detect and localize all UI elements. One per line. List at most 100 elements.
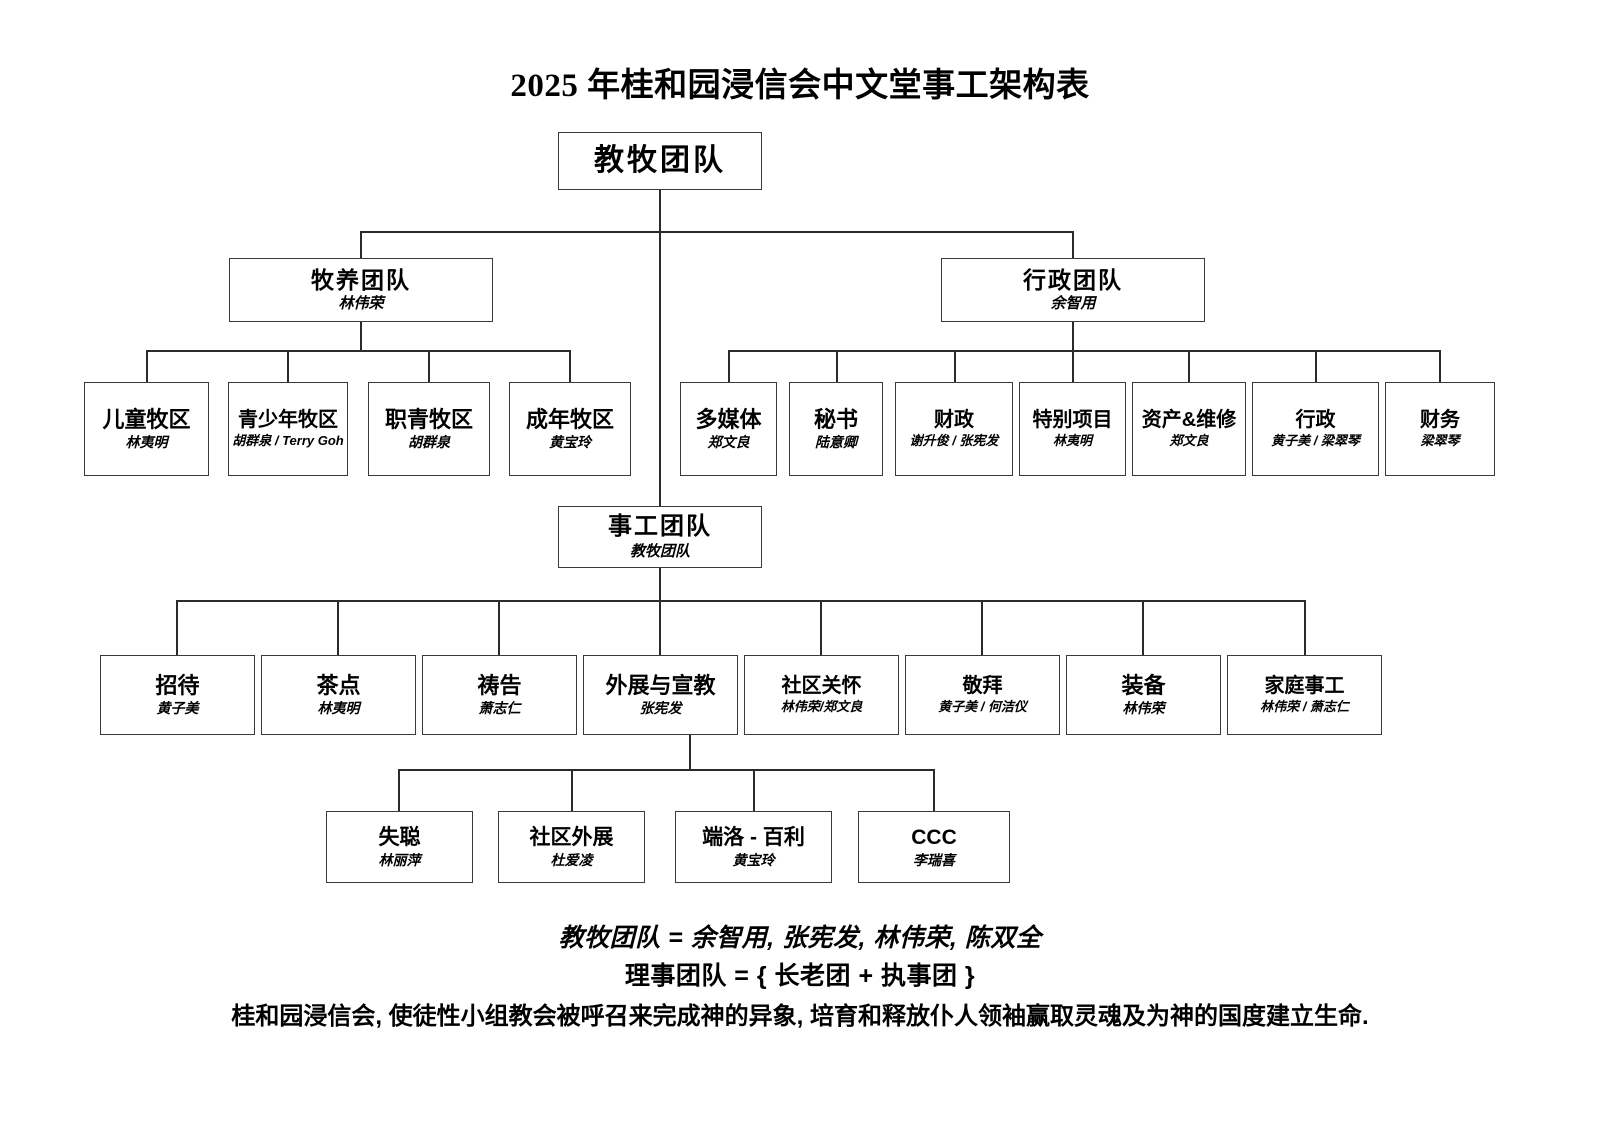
connector-to-special-projects	[1072, 350, 1074, 382]
footnote-board-team-definition: 理事团队 = { 长老团 + 执事团 }	[624, 962, 976, 990]
node-person: 梁翠琴	[1420, 432, 1460, 448]
connector-admin-bus	[729, 350, 1441, 352]
node-person: 张宪发	[639, 700, 682, 717]
node-title: 儿童牧区	[102, 406, 191, 432]
node-special-projects[interactable]: 特别项目 林夷明	[1019, 382, 1126, 476]
node-title: 敬拜	[962, 675, 1003, 698]
node-youth-district[interactable]: 青少年牧区 胡群泉 / Terry Goh	[228, 382, 348, 476]
connector-to-multimedia	[728, 350, 730, 382]
node-assets-maintenance[interactable]: 资产&维修 郑文良	[1132, 382, 1246, 476]
node-person: 林伟荣	[1122, 700, 1165, 717]
connector-to-equipping	[1142, 600, 1144, 655]
node-person: 李瑞喜	[913, 851, 955, 868]
node-person: 黄宝玲	[549, 434, 591, 451]
node-refreshments[interactable]: 茶点 林夷明	[261, 655, 416, 735]
node-person: 郑文良	[707, 434, 750, 451]
node-person: 林伟荣/郑文良	[780, 698, 863, 714]
node-service-team[interactable]: 事工团队 教牧团队	[558, 506, 762, 568]
node-secretary[interactable]: 秘书 陆意卿	[789, 382, 883, 476]
node-worship[interactable]: 敬拜 黄子美 / 何洁仪	[905, 655, 1060, 735]
node-title: 特别项目	[1032, 409, 1113, 432]
node-person: 余智用	[1050, 295, 1096, 313]
node-young-adult-district[interactable]: 职青牧区 胡群泉	[368, 382, 490, 476]
node-title: 端洛 - 百利	[702, 826, 805, 850]
node-prayer[interactable]: 祷告 萧志仁	[422, 655, 577, 735]
node-person: 黄宝玲	[732, 851, 775, 868]
node-deaf-ministry[interactable]: 失聪 林丽萍	[326, 811, 473, 883]
node-person: 郑文良	[1169, 432, 1209, 448]
node-title: 教牧团队	[594, 144, 726, 178]
node-person: 胡群泉 / Terry Goh	[232, 432, 344, 448]
node-multimedia[interactable]: 多媒体 郑文良	[680, 382, 777, 476]
node-title: 社区关怀	[781, 675, 862, 698]
connector-admin-stem	[1072, 322, 1074, 351]
node-person: 黄子美 / 梁翠琴	[1271, 432, 1360, 448]
footnote-pastoral-team-members: 教牧团队 = 余智用, 张宪发, 林伟荣, 陈双全	[558, 924, 1042, 952]
node-title: 外展与宣教	[605, 672, 716, 698]
connector-to-finance-dept	[954, 350, 956, 382]
connector-to-refreshments	[337, 600, 339, 655]
node-administration[interactable]: 行政 黄子美 / 梁翠琴	[1252, 382, 1379, 476]
node-equipping[interactable]: 装备 林伟荣	[1066, 655, 1221, 735]
connector-to-secretary	[836, 350, 838, 382]
node-person: 林丽萍	[378, 851, 421, 868]
node-administration-team[interactable]: 行政团队 余智用	[941, 258, 1205, 322]
node-treasury[interactable]: 财务 梁翠琴	[1385, 382, 1495, 476]
node-community-outreach[interactable]: 社区外展 杜爱凌	[498, 811, 645, 883]
connector-to-deaf-ministry	[398, 769, 400, 811]
node-children-district[interactable]: 儿童牧区 林夷明	[84, 382, 209, 476]
connector-to-administration	[1315, 350, 1317, 382]
node-title: 事工团队	[608, 512, 712, 540]
connector-to-ccc	[933, 769, 935, 811]
node-title: CCC	[911, 826, 957, 850]
connector-outreach-bus	[399, 769, 935, 771]
node-person: 黄子美	[156, 700, 199, 717]
node-hospitality[interactable]: 招待 黄子美	[100, 655, 255, 735]
node-outreach-and-mission[interactable]: 外展与宣教 张宪发	[583, 655, 738, 735]
node-community-care[interactable]: 社区关怀 林伟荣/郑文良	[744, 655, 899, 735]
connector-to-tanjung-bali	[753, 769, 755, 811]
connector-to-children-district	[146, 350, 148, 382]
node-tanjung-bali[interactable]: 端洛 - 百利 黄宝玲	[675, 811, 832, 883]
connector-to-assets-maintenance	[1188, 350, 1190, 382]
node-title: 社区外展	[529, 826, 614, 850]
node-person: 林夷明	[317, 700, 360, 717]
footnote-mission-statement: 桂和园浸信会, 使徒性小组教会被呼召来完成神的异象, 培育和释放仆人领袖赢取灵魂…	[231, 1003, 1369, 1030]
connector-to-treasury	[1439, 350, 1441, 382]
page-title: 2025 年桂和园浸信会中文堂事工架构表	[510, 68, 1090, 104]
connector-to-pastoral-team	[360, 231, 362, 258]
node-pastoral-care-team[interactable]: 牧养团队 林伟荣	[229, 258, 493, 322]
node-root-pastoral-team[interactable]: 教牧团队	[558, 132, 762, 190]
node-title: 牧养团队	[311, 266, 411, 293]
node-title: 装备	[1121, 672, 1166, 698]
node-title: 家庭事工	[1264, 675, 1345, 698]
node-title: 行政团队	[1023, 266, 1123, 293]
node-title: 财政	[934, 409, 974, 432]
node-person: 胡群泉	[408, 434, 450, 451]
node-title: 职青牧区	[384, 406, 473, 432]
node-family-ministry[interactable]: 家庭事工 林伟荣 / 萧志仁	[1227, 655, 1382, 735]
node-ccc[interactable]: CCC 李瑞喜	[858, 811, 1010, 883]
node-person: 林伟荣 / 萧志仁	[1260, 698, 1349, 714]
node-person: 陆意卿	[815, 434, 857, 451]
node-adult-district[interactable]: 成年牧区 黄宝玲	[509, 382, 631, 476]
connector-root-stem	[659, 190, 661, 232]
node-title: 资产&维修	[1141, 409, 1237, 432]
connector-to-community-outreach	[571, 769, 573, 811]
node-finance-department[interactable]: 财政 谢升俊 / 张宪发	[895, 382, 1013, 476]
connector-pastoral-bus	[147, 350, 571, 352]
node-title: 行政	[1295, 409, 1336, 432]
connector-to-worship	[981, 600, 983, 655]
connector-to-family-ministry	[1304, 600, 1306, 655]
connector-level1-bus	[361, 231, 1074, 233]
node-title: 失聪	[378, 826, 421, 850]
node-person: 萧志仁	[478, 700, 521, 717]
node-title: 财务	[1420, 409, 1460, 432]
connector-to-hospitality	[176, 600, 178, 655]
connector-pastoral-stem	[360, 322, 362, 351]
node-person: 林伟荣	[338, 295, 384, 313]
node-person: 林夷明	[125, 434, 168, 451]
connector-to-young-adult-district	[428, 350, 430, 382]
connector-root-to-service-team	[659, 231, 661, 506]
node-title: 成年牧区	[525, 406, 614, 432]
